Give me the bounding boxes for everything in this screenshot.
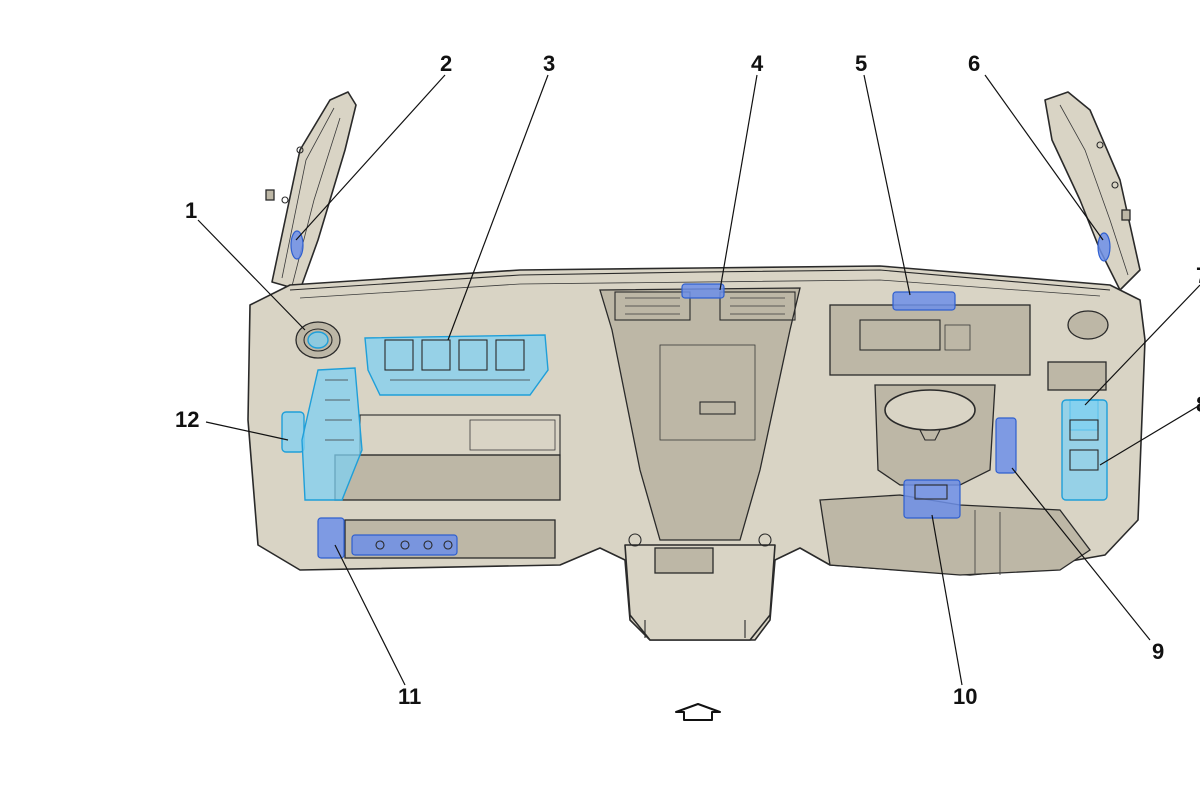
component-6-right-pillar-tweeter — [1097, 232, 1111, 262]
callout-3: 3 — [543, 51, 555, 76]
right-a-pillar — [1044, 91, 1141, 291]
component-10-lower-module — [903, 479, 961, 519]
component-9-steering-module — [995, 417, 1017, 474]
callout-8: 8 — [1196, 392, 1200, 417]
callout-10: 10 — [953, 684, 977, 709]
callout-4: 4 — [751, 51, 764, 76]
component-5-display-bracket — [892, 291, 956, 311]
callout-2: 2 — [440, 51, 452, 76]
callout-12: 12 — [175, 407, 199, 432]
leader-2 — [295, 74, 446, 241]
callout-labels: 1 2 3 4 5 6 7 8 9 10 11 12 — [175, 51, 1200, 709]
leader-6 — [984, 74, 1104, 241]
left-a-pillar — [265, 91, 357, 291]
callout-6: 6 — [968, 51, 980, 76]
component-11-lower-left-strip — [317, 517, 458, 559]
leader-8 — [1099, 404, 1200, 466]
leader-10 — [931, 514, 963, 686]
forward-arrow-icon — [675, 703, 721, 721]
leader-4 — [719, 74, 758, 291]
component-1-left-vent — [307, 331, 329, 349]
component-3-air-duct — [364, 334, 549, 396]
component-12-left-control-unit — [281, 367, 363, 501]
callout-11: 11 — [398, 684, 421, 709]
callout-5: 5 — [855, 51, 867, 76]
leader-11 — [334, 544, 406, 686]
component-2-left-pillar-tweeter — [290, 230, 304, 260]
leader-3 — [447, 74, 549, 341]
leader-lines — [197, 74, 1200, 686]
leader-5 — [863, 74, 911, 296]
callout-7: 7 — [1196, 263, 1200, 288]
leader-7 — [1084, 284, 1200, 406]
leader-12 — [205, 421, 289, 441]
leader-1 — [197, 219, 306, 331]
component-4-center-sensor — [681, 283, 725, 299]
leader-9 — [1011, 467, 1151, 641]
callout-9: 9 — [1152, 639, 1164, 664]
callout-1: 1 — [185, 198, 197, 223]
component-8-right-control-unit — [1061, 399, 1108, 501]
